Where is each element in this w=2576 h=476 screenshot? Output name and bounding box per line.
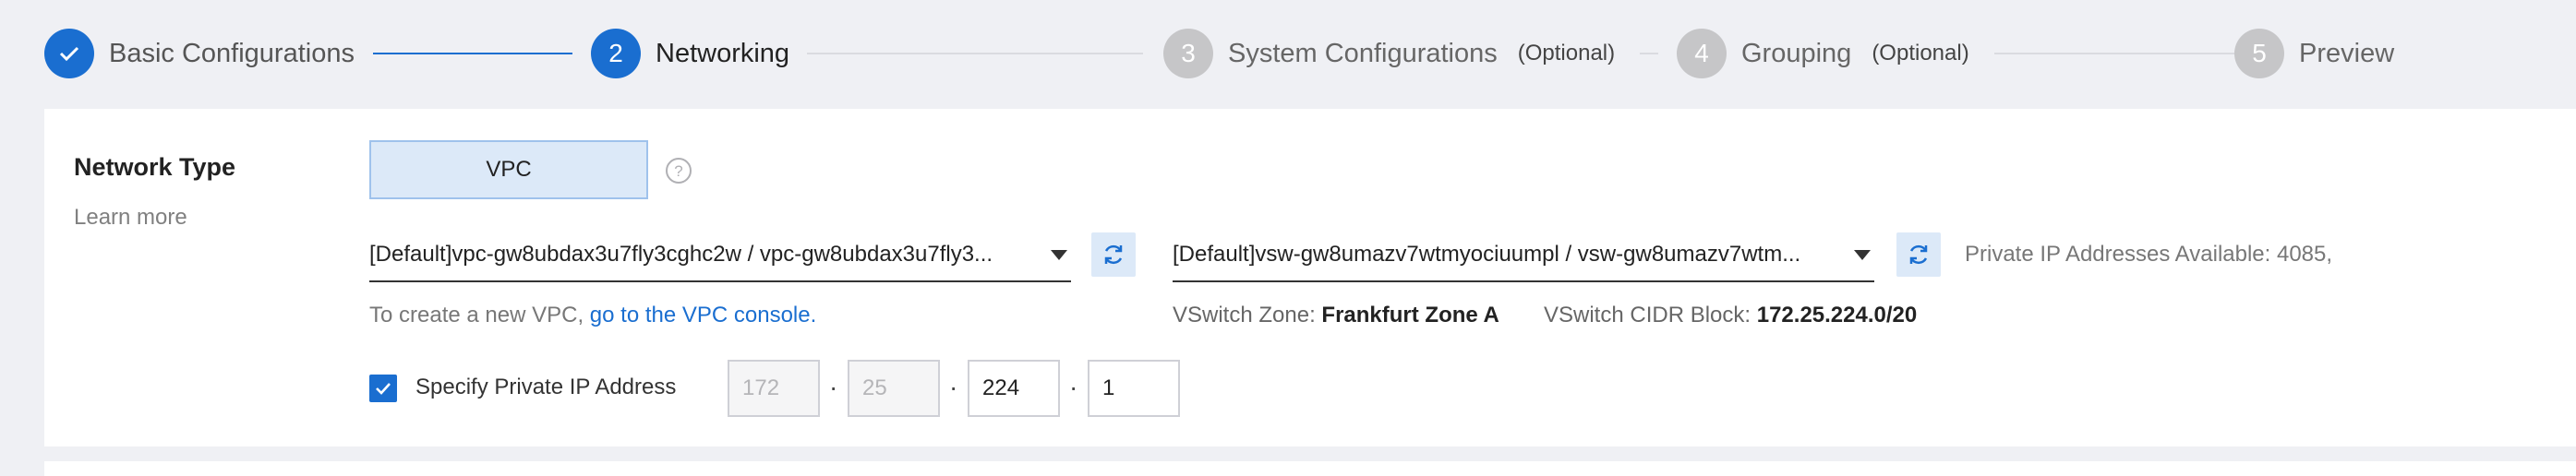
step-connector-1	[373, 53, 572, 54]
vswitch-cidr-info: VSwitch CIDR Block: 172.25.224.0/20	[1544, 303, 1917, 328]
wizard-steps: Basic Configurations 2 Networking 3 Syst…	[0, 0, 2576, 109]
vpc-hint-text: To create a new VPC,	[369, 303, 584, 327]
step-1-label: Basic Configurations	[109, 38, 355, 68]
ip-separator: ·	[1069, 373, 1078, 401]
step-preview[interactable]: 5 Preview	[2234, 28, 2394, 79]
step-2-number: 2	[591, 29, 641, 78]
step-grouping[interactable]: 4 Grouping (Optional)	[1677, 28, 1969, 79]
vswitch-select-caret-icon	[1854, 249, 1871, 260]
step-4-label: Grouping	[1741, 38, 1852, 68]
step-3-optional: (Optional)	[1517, 41, 1616, 65]
step-connector-2	[807, 53, 1143, 54]
vpc-console-link[interactable]: go to the VPC console.	[589, 303, 817, 327]
vpc-hint: To create a new VPC, go to the VPC conso…	[369, 303, 816, 328]
step-connector-3	[1640, 53, 1658, 54]
learn-more-link[interactable]: Learn more	[74, 205, 187, 230]
step-4-number: 4	[1677, 29, 1727, 78]
ip-octet-4-input[interactable]: 1	[1088, 360, 1180, 417]
vpc-select[interactable]: [Default]vpc-gw8ubdax3u7fly3cghc2w / vpc…	[369, 229, 1071, 282]
zone-label: VSwitch Zone:	[1173, 303, 1316, 327]
vswitch-select-value: [Default]vsw-gw8umazv7wtmyociuumpl / vsw…	[1173, 242, 1801, 267]
next-section-card	[44, 461, 2576, 476]
network-type-title: Network Type	[74, 153, 236, 181]
zone-value: Frankfurt Zone A	[1321, 303, 1499, 327]
specify-private-ip-label: Specify Private IP Address	[415, 375, 677, 399]
checkmark-icon	[376, 383, 391, 395]
ip-separator: ·	[829, 373, 838, 401]
refresh-icon	[1909, 244, 1928, 265]
network-card: Network Type Learn more VPC ? [Default]v…	[44, 109, 2576, 446]
vpc-select-value: [Default]vpc-gw8ubdax3u7fly3cghc2w / vpc…	[369, 242, 993, 267]
step-connector-4	[1994, 53, 2234, 54]
cidr-label: VSwitch CIDR Block:	[1544, 303, 1751, 327]
refresh-icon	[1104, 244, 1123, 265]
step-networking[interactable]: 2 Networking	[591, 28, 789, 79]
help-icon[interactable]: ?	[665, 157, 692, 184]
ip-octet-2-input[interactable]: 25	[848, 360, 940, 417]
vpc-type-button[interactable]: VPC	[369, 140, 648, 199]
step-4-optional: (Optional)	[1872, 41, 1969, 65]
step-2-label: Networking	[656, 38, 790, 68]
specify-private-ip-checkbox[interactable]	[369, 375, 397, 402]
cidr-value: 172.25.224.0/20	[1756, 303, 1918, 327]
step-system-configurations[interactable]: 3 System Configurations (Optional)	[1163, 28, 1615, 79]
ip-separator: ·	[949, 373, 958, 401]
step-basic-configurations[interactable]: Basic Configurations	[44, 28, 355, 79]
step-5-label: Preview	[2299, 38, 2395, 68]
ip-octet-1-input[interactable]: 172	[728, 360, 820, 417]
step-3-label: System Configurations	[1228, 38, 1498, 68]
ip-octet-3-input[interactable]: 224	[968, 360, 1060, 417]
vswitch-zone-info: VSwitch Zone: Frankfurt Zone A	[1173, 303, 1499, 328]
vswitch-select[interactable]: [Default]vsw-gw8umazv7wtmyociuumpl / vsw…	[1173, 229, 1874, 282]
available-ips-text: Private IP Addresses Available: 4085,	[1965, 242, 2333, 267]
vpc-refresh-button[interactable]	[1091, 232, 1136, 277]
step-5-number: 5	[2234, 29, 2284, 78]
step-1-check-icon	[44, 29, 94, 78]
vpc-select-caret-icon	[1051, 249, 1067, 260]
step-3-number: 3	[1163, 29, 1213, 78]
vswitch-refresh-button[interactable]	[1896, 232, 1941, 277]
svg-text:?: ?	[674, 162, 682, 180]
